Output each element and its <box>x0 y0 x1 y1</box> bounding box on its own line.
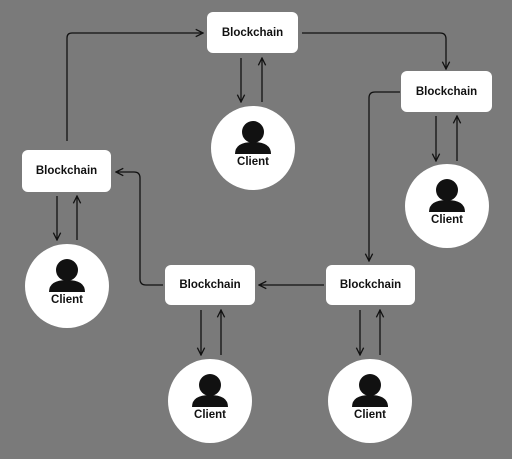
client-label: Client <box>194 409 226 421</box>
client-node-top: Client <box>211 106 295 190</box>
client-node-right: Client <box>405 164 489 248</box>
client-node-left: Client <box>25 244 109 328</box>
edge-b2-b3 <box>302 32 446 69</box>
client-label: Client <box>51 294 83 306</box>
client-label: Client <box>354 409 386 421</box>
edge-b1-b2 <box>66 33 203 141</box>
user-icon <box>192 374 228 407</box>
user-icon <box>429 179 465 212</box>
exchange-b5-c4 <box>201 310 221 355</box>
client-node-bottom-left: Client <box>168 359 252 443</box>
exchange-b4-c5 <box>360 310 380 355</box>
blockchain-node-top: Blockchain <box>207 12 298 53</box>
user-icon <box>49 259 85 292</box>
client-label: Client <box>431 214 463 226</box>
client-label: Client <box>237 156 269 168</box>
blockchain-node-bottom-left: Blockchain <box>165 265 255 305</box>
blockchain-node-left: Blockchain <box>22 150 111 192</box>
edge-b5-b1 <box>116 172 163 286</box>
blockchain-node-bottom-right: Blockchain <box>326 265 415 305</box>
edge-b3-b4 <box>369 91 400 261</box>
user-icon <box>235 121 271 154</box>
exchange-b1-c3 <box>57 196 77 240</box>
client-node-bottom-right: Client <box>328 359 412 443</box>
blockchain-node-right: Blockchain <box>401 71 492 112</box>
exchange-b2-c1 <box>241 58 262 102</box>
user-icon <box>352 374 388 407</box>
exchange-b3-c2 <box>436 116 457 161</box>
